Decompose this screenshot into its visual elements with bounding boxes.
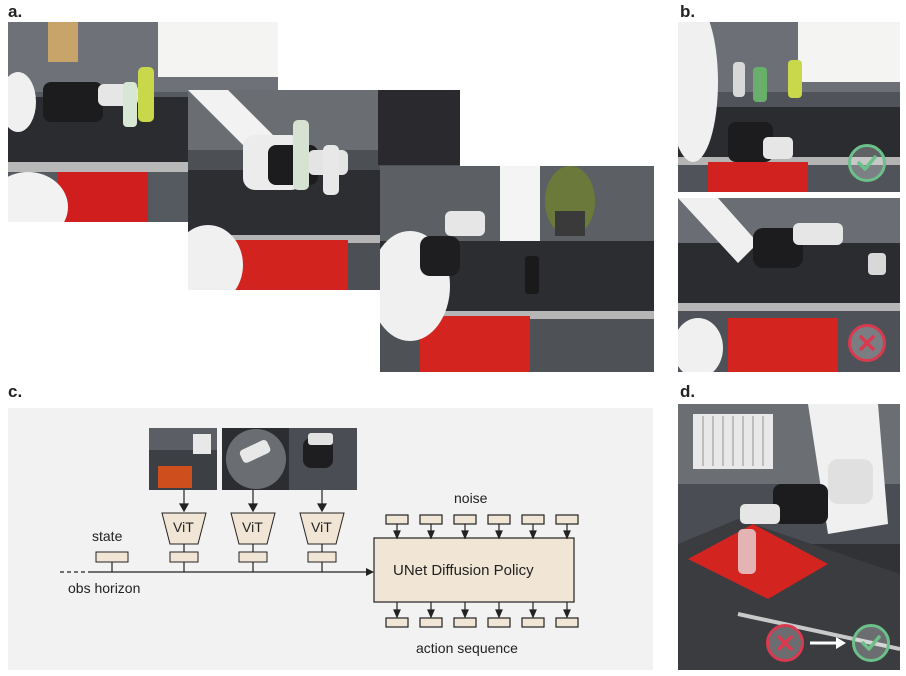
camera-image-2 [222,428,290,490]
action-token [419,617,443,628]
panel-label-c: c. [8,382,23,401]
noise-arrowhead [393,530,401,540]
action-arrowhead [393,609,401,619]
action-arrowhead [563,609,571,619]
check-circle-icon [852,624,890,662]
x-circle-icon [848,324,886,362]
noise-token [487,514,511,525]
vit-label-2: ViT [242,519,263,535]
noise-token [419,514,443,525]
noise-arrowhead [461,530,469,540]
photo-a-frame-3 [380,166,654,372]
noise-token [521,514,545,525]
photo-d [678,404,900,670]
vit-encoder-3 [299,512,345,545]
noise-arrowhead [495,530,503,540]
photo-a-frame-1 [8,22,278,222]
vit-encoder-1 [161,512,207,545]
x-circle-icon [766,624,804,662]
action-arrowhead [461,609,469,619]
vit-encoder-2 [230,512,276,545]
policy-diagram: state obs horizon ViT ViT ViT noise UNet… [8,408,653,670]
noise-token [555,514,579,525]
noise-arrowhead [529,530,537,540]
noise-arrowhead [427,530,435,540]
state-label: state [92,528,123,544]
action-token [487,617,511,628]
unet-policy-box [373,537,575,603]
state-token [95,551,129,563]
panel-label-d: d. [680,382,696,401]
vit-label-3: ViT [311,519,332,535]
noise-token [385,514,409,525]
policy-label: UNet Diffusion Policy [393,562,534,579]
action-token [385,617,409,628]
vit-token-1 [169,551,199,563]
vit-token-3 [307,551,337,563]
action-token [453,617,477,628]
photo-a-frame-2 [188,90,460,290]
action-token [555,617,579,628]
noise-arrowhead [563,530,571,540]
panel-label-b: b. [680,2,696,21]
arrow-right-icon [810,637,846,649]
action-token [521,617,545,628]
photo-b-failure [678,198,900,372]
panel-label-a: a. [8,2,23,21]
noise-token [453,514,477,525]
vit-label-1: ViT [173,519,194,535]
action-sequence-label: action sequence [416,640,518,656]
vit-token-2 [238,551,268,563]
obs-horizon-label: obs horizon [68,580,141,596]
noise-label: noise [454,490,488,506]
camera-image-3 [289,428,357,490]
action-arrowhead [495,609,503,619]
camera-image-1 [149,428,217,490]
action-arrowhead [427,609,435,619]
action-arrowhead [529,609,537,619]
check-circle-icon [848,144,886,182]
